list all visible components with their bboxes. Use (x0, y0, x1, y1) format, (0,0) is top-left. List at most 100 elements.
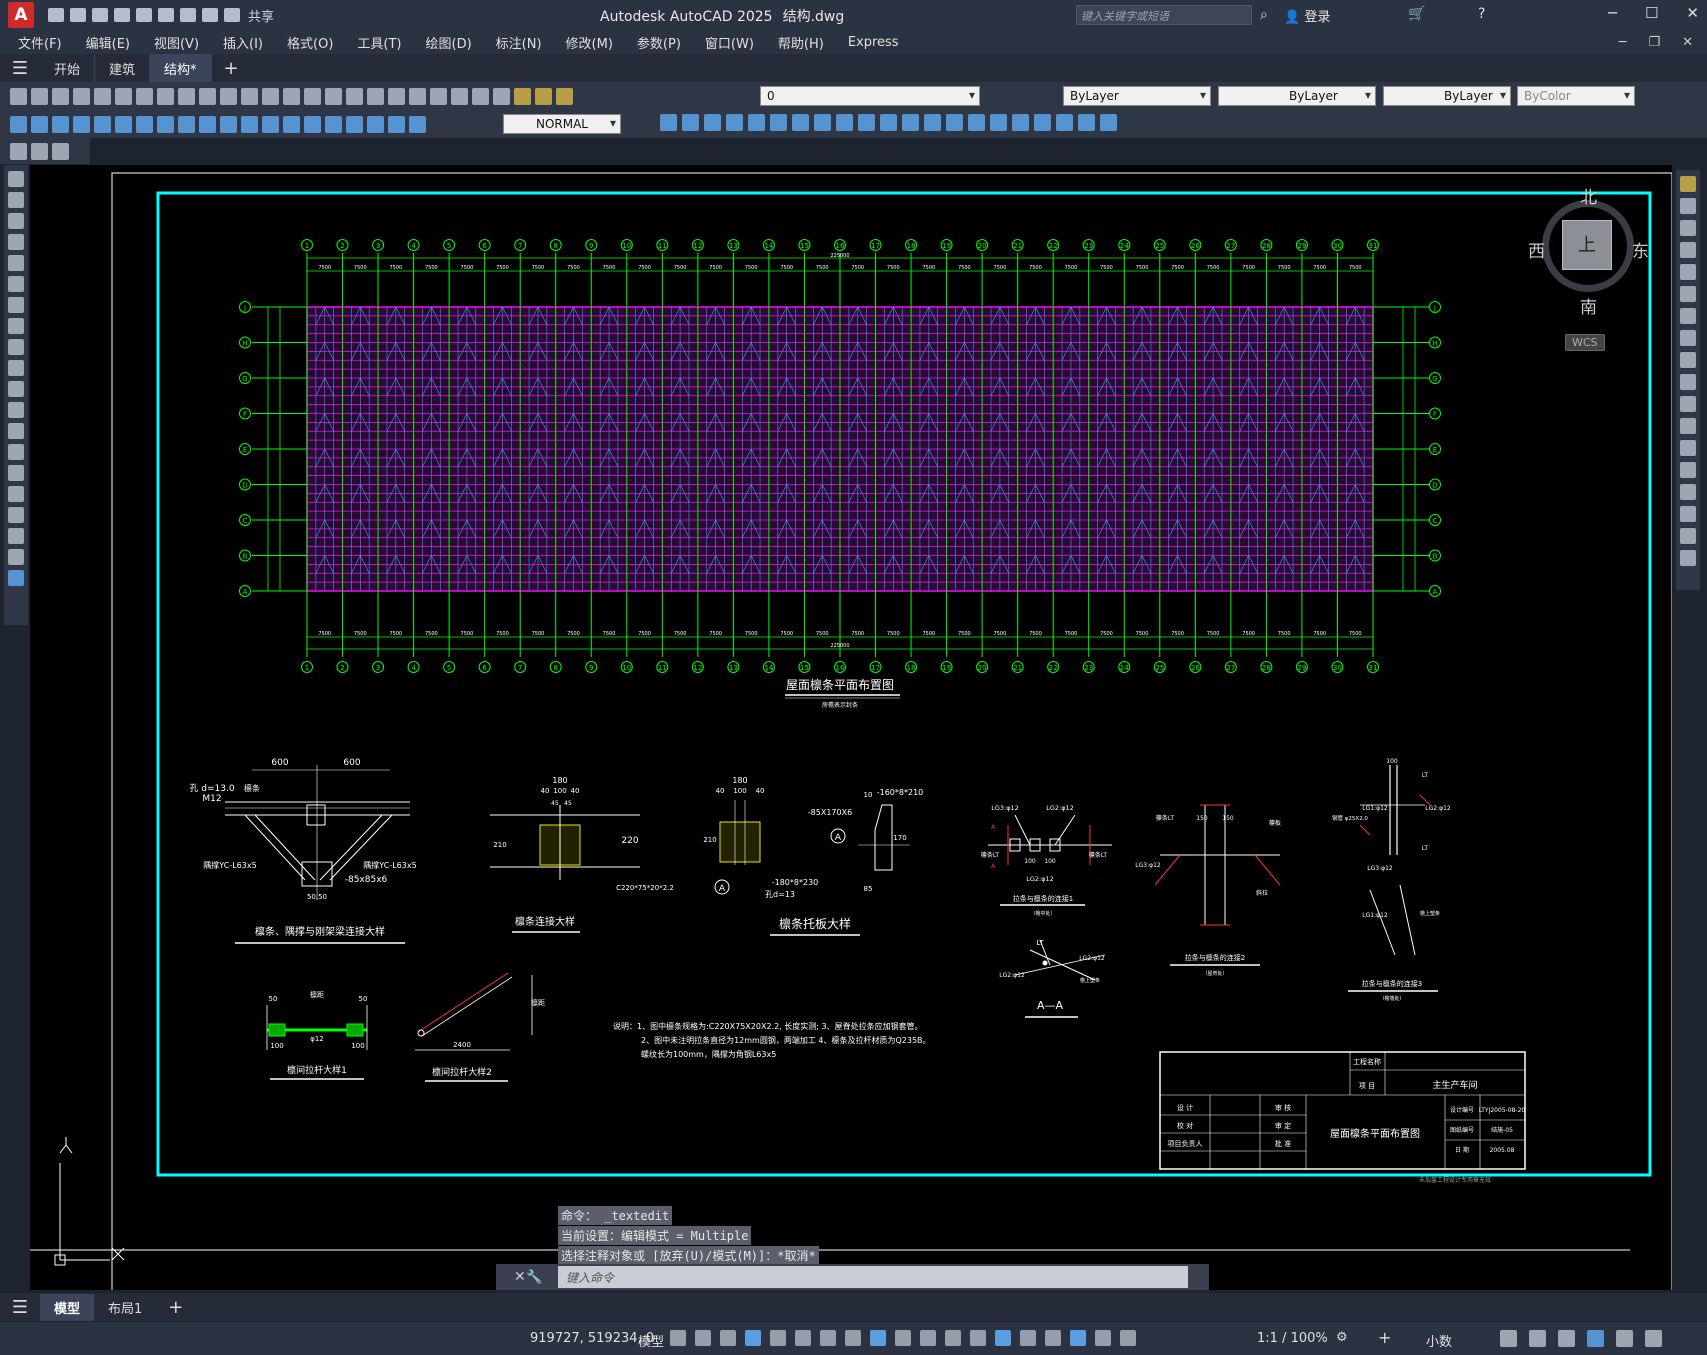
move-icon[interactable] (1680, 286, 1696, 302)
annotation-monitor-icon[interactable]: + (1378, 1328, 1392, 1347)
dynamic-ucs-icon[interactable] (995, 1330, 1011, 1346)
zoom-icon[interactable] (283, 87, 300, 105)
tab-layout1[interactable]: 布局1 (108, 1301, 143, 1317)
viewcube-west[interactable]: 西 (1528, 242, 1545, 262)
command-close-icon[interactable]: ✕ (514, 1269, 526, 1285)
presspull-icon[interactable] (1034, 114, 1051, 131)
infer-icon[interactable] (720, 1330, 736, 1346)
extrude-faces-icon[interactable] (726, 114, 743, 131)
design-center-icon[interactable] (367, 87, 384, 105)
layer-manager-icon[interactable] (493, 87, 510, 105)
3d-osnap-icon[interactable] (970, 1330, 986, 1346)
hardware-accel-icon[interactable] (1587, 1330, 1604, 1347)
tab-model[interactable]: 模型 (40, 1293, 95, 1321)
menu-tools[interactable]: 工具(T) (357, 36, 402, 52)
new-icon[interactable] (48, 8, 64, 22)
dim-diameter-icon[interactable] (136, 115, 153, 133)
table-icon[interactable] (8, 528, 24, 544)
dynamic-input-icon[interactable] (745, 1330, 761, 1346)
chamfer-icon[interactable] (1680, 484, 1696, 500)
ellipse-icon[interactable] (8, 360, 24, 376)
dim-edit-icon[interactable] (367, 115, 384, 133)
point-icon[interactable] (8, 444, 24, 460)
delete-faces-icon[interactable] (792, 114, 809, 131)
plot-icon[interactable] (73, 87, 90, 105)
redo-icon[interactable] (241, 87, 258, 105)
annotation-visibility-icon[interactable] (1070, 1330, 1086, 1346)
open-icon[interactable] (31, 87, 48, 105)
jog-line-icon[interactable] (346, 115, 363, 133)
check-icon[interactable] (990, 114, 1007, 131)
dim-space-icon[interactable] (241, 115, 258, 133)
grid-icon[interactable] (670, 1330, 686, 1346)
dim-ordinate-icon[interactable] (73, 115, 90, 133)
union-icon[interactable] (660, 114, 677, 131)
menu-draw[interactable]: 绘图(D) (425, 36, 472, 52)
doc-restore-icon[interactable]: ❐ (1648, 34, 1661, 50)
region-icon[interactable] (8, 507, 24, 523)
menu-insert[interactable]: 插入(I) (223, 36, 264, 52)
search-input[interactable]: 键入关键字或短语 (1076, 5, 1252, 25)
tolerance-icon[interactable] (283, 115, 300, 133)
break-point-icon[interactable] (1680, 418, 1696, 434)
command-input[interactable]: 键入命令 (558, 1266, 1188, 1288)
viewcube-east[interactable]: 东 (1632, 242, 1649, 262)
dim-continue-icon[interactable] (220, 115, 237, 133)
viewcube-top-face[interactable]: 上 (1562, 220, 1612, 270)
explode-icon[interactable] (1680, 550, 1696, 566)
imprint-icon[interactable] (902, 114, 919, 131)
save-icon[interactable] (92, 8, 108, 22)
add-selected-icon[interactable] (8, 570, 24, 586)
save-as-icon[interactable] (114, 8, 130, 22)
help-icon[interactable]: ? (1478, 6, 1486, 22)
osnap-icon[interactable] (870, 1330, 886, 1346)
line-icon[interactable] (8, 171, 24, 187)
mtext-icon[interactable] (8, 549, 24, 565)
annotation-scale-value[interactable]: 1:1 / 100% (1257, 1331, 1328, 1346)
help-icon[interactable] (472, 87, 489, 105)
gizmo-icon[interactable] (1045, 1330, 1061, 1346)
menu-edit[interactable]: 编辑(E) (85, 36, 130, 52)
menu-view[interactable]: 视图(V) (153, 36, 200, 52)
insert-block-icon[interactable] (8, 402, 24, 418)
lineweight-icon[interactable] (895, 1330, 911, 1346)
slice-icon[interactable] (1056, 114, 1073, 131)
properties-icon[interactable] (346, 87, 363, 105)
array-icon[interactable] (1680, 264, 1696, 280)
autocad-logo-icon[interactable]: A (8, 2, 34, 28)
units-dropdown[interactable]: 小数 (1426, 1335, 1453, 1350)
viewcube-north[interactable]: 北 (1580, 188, 1597, 208)
osnap-track-icon[interactable] (845, 1330, 861, 1346)
fillet-icon[interactable] (1680, 506, 1696, 522)
annotation-scale-icon[interactable] (1120, 1330, 1136, 1346)
coordinates-readout[interactable]: 919727, 519234, 0 (530, 1331, 655, 1346)
calc-icon[interactable] (451, 87, 468, 105)
selection-cycling-icon[interactable] (945, 1330, 961, 1346)
sheet-set-icon[interactable] (409, 87, 426, 105)
dim-baseline-icon[interactable] (199, 115, 216, 133)
dim-aligned-icon[interactable] (31, 115, 48, 133)
solid-edit-icon[interactable] (1012, 114, 1029, 131)
menu-help[interactable]: 帮助(H) (777, 36, 824, 52)
blend-icon[interactable] (1680, 528, 1696, 544)
spline-icon[interactable] (8, 339, 24, 355)
dim-arc-icon[interactable] (52, 115, 69, 133)
share-button[interactable]: 共享 (248, 9, 275, 25)
doc-close-icon[interactable]: ✕ (1682, 34, 1693, 50)
intersect-icon[interactable] (704, 114, 721, 131)
model-space-button[interactable]: 模型 (638, 1335, 665, 1350)
isolate-objects-icon[interactable] (1558, 1330, 1575, 1347)
arc-icon[interactable] (8, 276, 24, 292)
tab-start[interactable]: 开始 (40, 53, 96, 83)
wcs-menu[interactable]: WCS (1565, 334, 1605, 351)
polar-icon[interactable] (795, 1330, 811, 1346)
dim-angular-icon[interactable] (157, 115, 174, 133)
add-layout-icon[interactable]: + (168, 1296, 184, 1318)
zoom-window-icon[interactable] (304, 87, 321, 105)
tab-structure[interactable]: 结构* (150, 53, 212, 83)
color-dropdown[interactable]: ByLayer (1063, 86, 1211, 106)
undo-icon[interactable] (202, 8, 218, 22)
ortho-icon[interactable] (770, 1330, 786, 1346)
markup-icon[interactable] (430, 87, 447, 105)
